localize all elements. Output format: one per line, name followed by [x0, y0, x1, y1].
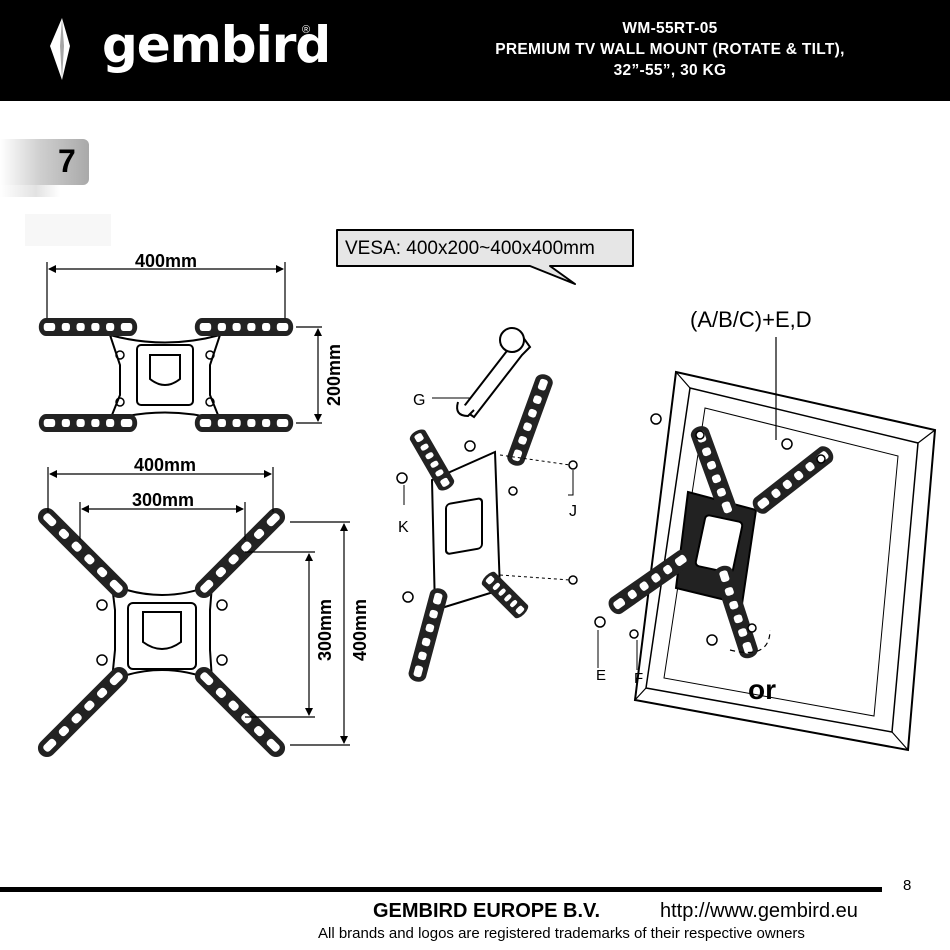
part-label-e: E	[596, 667, 606, 684]
top-width-label: 400mm	[135, 251, 197, 271]
top-height-label: 200mm	[324, 344, 344, 406]
footer-url: http://www.gembird.eu	[660, 900, 858, 923]
bottom-outer-width-label: 400mm	[134, 455, 196, 475]
part-label-f: F	[634, 670, 643, 687]
alternative-or-label: or	[748, 674, 776, 705]
wrench-tool	[457, 328, 530, 417]
page-number: 8	[903, 877, 911, 894]
part-label-k: K	[398, 519, 409, 536]
footer-rule	[0, 887, 882, 892]
bottom-inner-width-label: 300mm	[132, 490, 194, 510]
footer-trademark-note: All brands and logos are registered trad…	[318, 925, 805, 942]
bottom-outer-height-label: 400mm	[350, 599, 370, 661]
part-label-j: J	[569, 503, 577, 520]
bracket-400x400	[34, 504, 289, 761]
exploded-bracket	[397, 372, 577, 684]
part-label-combo: (A/B/C)+E,D	[690, 307, 812, 332]
footer-company: GEMBIRD EUROPE B.V.	[373, 900, 600, 923]
bracket-400x200	[39, 318, 293, 432]
bottom-inner-height-label: 300mm	[315, 599, 335, 661]
part-label-g: G	[413, 392, 425, 409]
vesa-callout-text: VESA: 400x200~400x400mm	[345, 238, 595, 259]
